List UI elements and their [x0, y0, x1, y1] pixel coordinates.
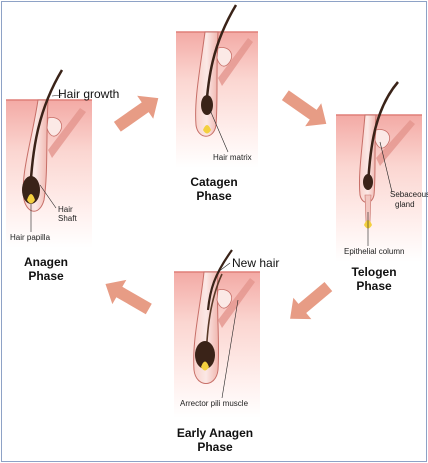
telogen-hair-bulb: [363, 174, 373, 190]
catagen-sebaceous-gland: [216, 47, 232, 67]
anagen-hair-shaft-label-1: Hair: [58, 205, 73, 214]
telogen-arrector-muscle: [376, 120, 415, 166]
anagen-hair-bulb: [22, 176, 40, 204]
telogen-sebaceous-label-2: gland: [395, 200, 415, 209]
arrow-anagen-to-catagen: [113, 95, 159, 132]
cycle-arrows: [105, 90, 333, 320]
arrow-early-anagen-to-anagen: [105, 279, 152, 315]
early-anagen-arrector-muscle: [218, 278, 255, 328]
catagen-title-line-1: Catagen: [190, 175, 237, 189]
early-anagen-new-hair-label: New hair: [232, 256, 279, 270]
anagen-panel: Hair growth Hair Shaft Hair papilla Anag…: [6, 69, 119, 283]
arrow-catagen-to-telogen: [281, 90, 327, 127]
early-anagen-hair-bulb: [195, 341, 215, 369]
catagen-hair-bulb: [201, 95, 213, 115]
catagen-title-line-2: Phase: [196, 189, 232, 203]
telogen-sebaceous-gland: [374, 129, 390, 149]
early-anagen-panel: New hair Arrector pili muscle Early Anag…: [174, 249, 279, 454]
anagen-arrector-muscle: [48, 108, 86, 158]
telogen-panel: Sebaceous gland Epithelial column Teloge…: [336, 81, 428, 293]
anagen-title-line-2: Phase: [28, 269, 64, 283]
telogen-hair-shaft: [366, 81, 399, 186]
anagen-sebaceous-gland: [46, 117, 62, 137]
catagen-dermal-papilla: [203, 125, 211, 134]
anagen-title-line-1: Anagen: [24, 255, 68, 269]
arrow-telogen-to-early-anagen: [290, 281, 333, 320]
early-anagen-sebaceous-gland: [216, 289, 232, 309]
telogen-sebaceous-label-1: Sebaceous: [390, 190, 428, 199]
telogen-epithelial-column-label: Epithelial column: [344, 247, 404, 256]
early-anagen-arrector-label: Arrector pili muscle: [180, 399, 249, 408]
early-anagen-old-hair: [206, 249, 233, 311]
catagen-hair-matrix-label: Hair matrix: [213, 153, 252, 162]
anagen-hair-shaft-label-2: Shaft: [58, 214, 77, 223]
telogen-title-line-2: Phase: [356, 279, 392, 293]
catagen-panel: Hair matrix Catagen Phase: [176, 4, 258, 203]
anagen-hair-papilla-label: Hair papilla: [10, 233, 51, 242]
catagen-arrector-muscle: [218, 38, 253, 86]
early-anagen-dermal-papilla: [201, 361, 209, 371]
early-anagen-title-line-2: Phase: [197, 440, 233, 454]
anagen-dermal-papilla: [27, 194, 35, 204]
anagen-hair-growth-label: Hair growth: [58, 87, 119, 101]
early-anagen-title-line-1: Early Anagen: [177, 426, 253, 440]
telogen-title-line-1: Telogen: [351, 265, 396, 279]
